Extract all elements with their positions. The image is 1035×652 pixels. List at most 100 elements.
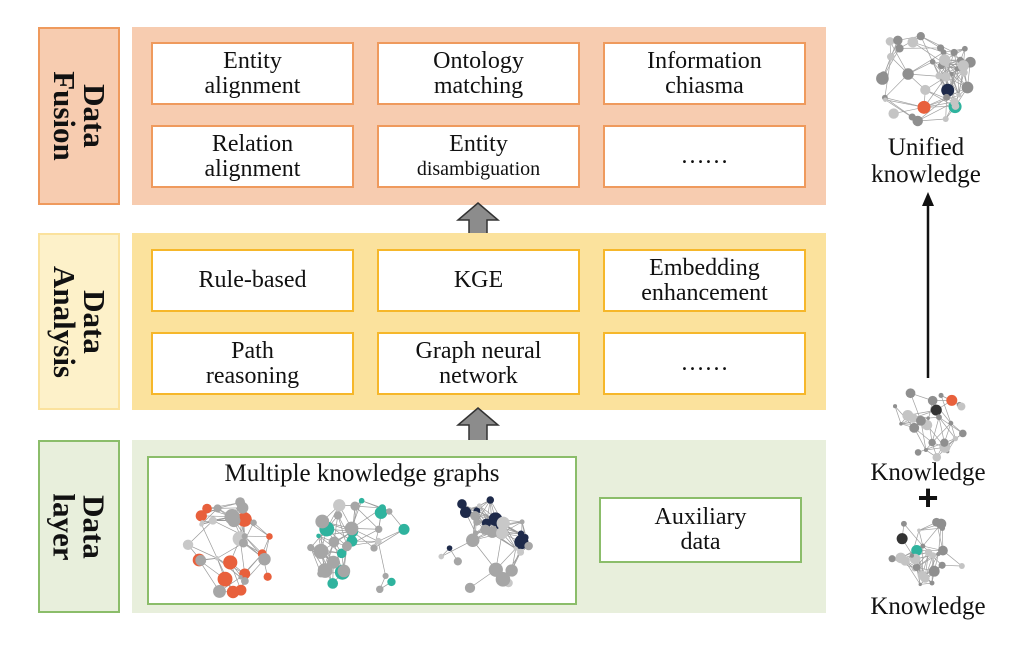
graph-node — [950, 48, 958, 57]
graph-edge — [253, 522, 270, 537]
graph-node — [505, 564, 518, 577]
graph-node — [227, 514, 241, 528]
graph-node — [912, 563, 921, 571]
cell-line: Path — [231, 337, 274, 364]
knowledge-label-2: Knowledge — [870, 593, 986, 620]
graph-node — [944, 63, 949, 68]
graph-edge — [187, 520, 214, 546]
cell-line: Entity — [223, 47, 282, 74]
graph-node — [376, 585, 384, 594]
graph-node — [208, 516, 217, 525]
unified-knowledge-label: Unified knowledge — [846, 134, 1006, 188]
graph-edge — [931, 422, 952, 443]
graph-node — [480, 524, 491, 535]
graph-node — [956, 92, 962, 98]
analysis-cell-ellipsis: …… — [603, 332, 806, 395]
graph-node — [374, 537, 382, 545]
label-line: knowledge — [871, 161, 981, 188]
graph-node — [241, 533, 248, 540]
graph-node — [959, 429, 967, 438]
graph-node — [916, 32, 925, 41]
graph-node — [226, 585, 240, 599]
graph-edge — [354, 505, 379, 530]
graph-node — [473, 518, 481, 526]
graph-node — [909, 422, 920, 433]
graph-node — [470, 510, 480, 521]
graph-edge — [894, 406, 902, 424]
graph-edge — [931, 417, 940, 443]
analysis-layer-label-text: Data Analysis — [47, 265, 113, 378]
graph-node — [495, 572, 511, 587]
graph-edge — [920, 36, 933, 62]
graph-node — [911, 545, 923, 557]
cell-line: matching — [433, 72, 524, 99]
graph-node — [374, 525, 383, 533]
cell-line: chiasma — [665, 72, 744, 99]
graph-node — [524, 541, 533, 551]
graph-node — [938, 54, 951, 66]
analysis-cell-rule-based: Rule-based — [151, 249, 354, 312]
graph-edge — [884, 97, 913, 118]
cell-line: reasoning — [205, 362, 300, 389]
label-line: Unified — [887, 134, 965, 161]
graph-edge — [941, 65, 960, 96]
graph-node — [938, 392, 944, 398]
graph-node — [496, 516, 510, 530]
graph-node — [923, 448, 928, 453]
graph-node — [200, 520, 205, 525]
kg-group-title: Multiple knowledge graphs — [224, 460, 500, 487]
graph-node — [936, 44, 945, 52]
graph-edge — [932, 400, 952, 424]
graph-node — [949, 71, 954, 77]
cell-line: KGE — [453, 267, 504, 293]
graph-node — [895, 552, 907, 564]
graph-node — [258, 552, 271, 566]
graph-node — [936, 551, 941, 557]
graph-node — [464, 582, 476, 594]
graph-node — [378, 504, 386, 512]
up-arrow-knowledge-to-unified — [922, 192, 934, 378]
data-layer-label: Data layer — [38, 440, 120, 613]
graph-node — [386, 508, 393, 515]
cell-line: enhancement — [641, 279, 768, 306]
graph-node — [336, 548, 347, 559]
graph-edge — [918, 527, 943, 531]
graph-node — [521, 534, 529, 541]
graph-node — [333, 499, 346, 512]
graph-node — [238, 538, 248, 548]
cell-line: alignment — [204, 72, 301, 99]
graph-node — [307, 543, 315, 552]
graph-node — [912, 115, 923, 127]
graph-node — [929, 59, 936, 65]
graph-node — [241, 577, 249, 585]
cell-line: alignment — [204, 155, 301, 182]
graph-node — [263, 572, 272, 581]
graph-node — [888, 555, 896, 563]
graph-node — [266, 533, 273, 540]
graph-node — [950, 97, 959, 107]
graph-node — [517, 548, 525, 556]
graph-edge — [946, 65, 960, 96]
graph-node — [895, 44, 904, 53]
graph-node — [327, 578, 339, 589]
graph-edge — [907, 52, 944, 75]
graph-node — [496, 527, 509, 540]
graph-edge — [187, 544, 218, 559]
fusion-cell-ellipsis: …… — [603, 125, 806, 188]
cell-line: network — [439, 362, 518, 389]
graph-node — [920, 543, 926, 549]
graph-node — [333, 511, 343, 520]
graph-edge — [920, 420, 927, 451]
graph-node — [929, 580, 935, 586]
graph-node — [182, 539, 194, 550]
graph-node — [930, 404, 942, 416]
graph-node — [957, 402, 966, 411]
knowledge-graph-icons — [182, 496, 533, 599]
graph-node — [928, 438, 936, 447]
